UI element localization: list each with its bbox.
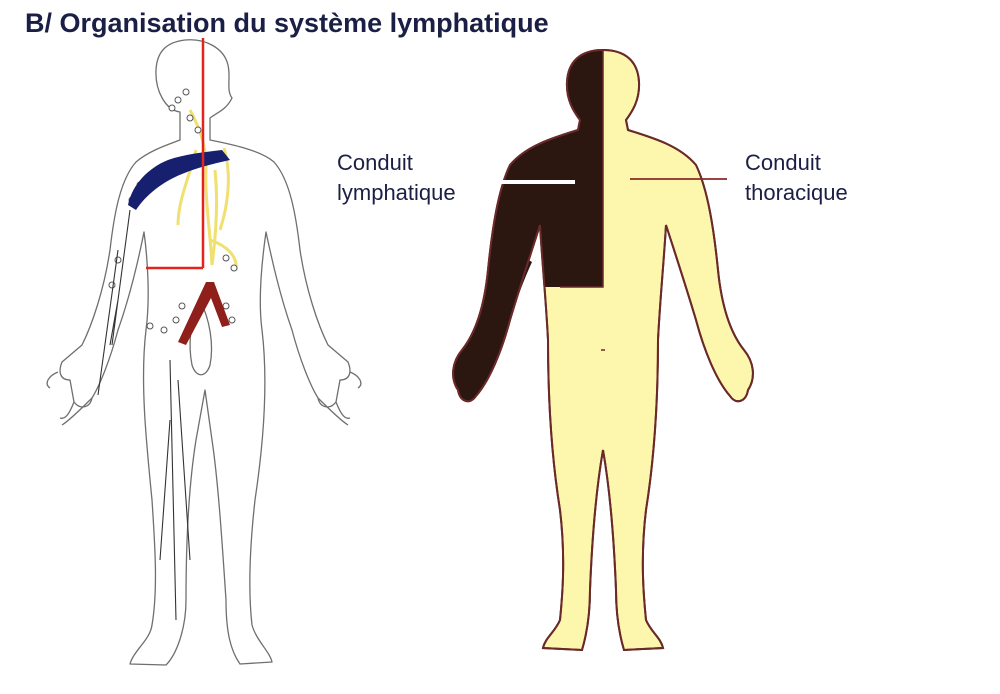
right-arm-dark-territory [453,255,532,402]
label-right-line2: thoracique [745,180,848,205]
territory-divider [560,50,604,288]
label-conduit-lymphatique: Conduit lymphatique [337,148,456,208]
slide-title: B/ Organisation du système lymphatique [25,8,549,38]
iliac-vessels [178,282,230,345]
label-conduit-thoracique: Conduit thoracique [745,148,848,208]
lymph-flow-arrows [97,209,191,621]
silhouette-outline [452,48,754,652]
label-left-line1: Conduit [337,150,413,175]
right-lymphatic-duct-territory [453,50,603,287]
label-left-line2: lymphatique [337,180,456,205]
subclavian-vein [128,150,230,210]
drainage-divider-lines [146,38,205,270]
label-right-line1: Conduit [745,150,821,175]
body-outline [46,39,362,666]
